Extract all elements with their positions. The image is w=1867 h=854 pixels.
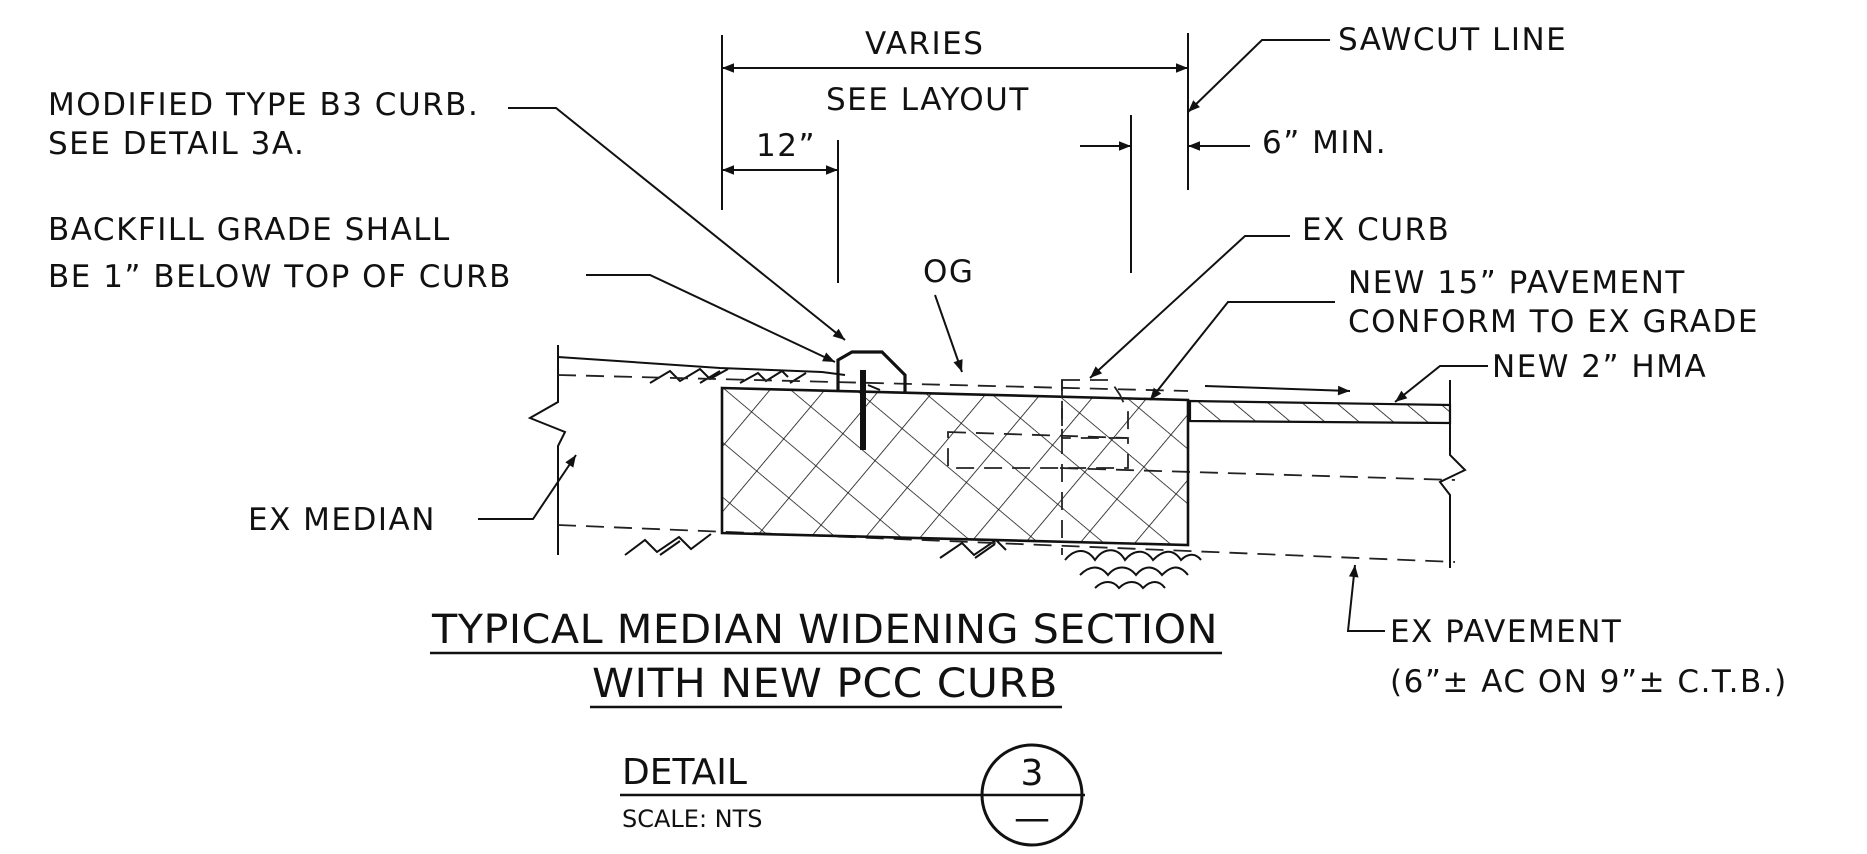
leader-backfill-grade	[586, 274, 836, 363]
detail-label: DETAIL	[622, 752, 747, 793]
label-varies: VARIES	[865, 26, 984, 62]
detail-callout: DETAIL 3 — SCALE: NTS	[620, 743, 1085, 847]
label-ex-pavement-line1: EX PAVEMENT	[1390, 614, 1622, 650]
detail-sheet: —	[1014, 798, 1050, 839]
label-six-inch-min: 6” MIN.	[1262, 125, 1387, 161]
leader-new-pavement	[1149, 301, 1335, 401]
leader-sawcut-line	[1187, 39, 1330, 113]
label-new-hma: NEW 2” HMA	[1492, 349, 1707, 385]
label-modified-curb-line2: SEE DETAIL 3A.	[48, 126, 305, 162]
dimension-6-inch-min	[1080, 115, 1250, 273]
label-ex-median: EX MEDIAN	[248, 502, 436, 538]
leader-ex-median	[478, 454, 577, 520]
title-line2: WITH NEW PCC CURB	[592, 661, 1058, 707]
label-ex-pavement-line2: (6”± AC ON 9”± C.T.B.)	[1390, 664, 1788, 700]
label-sawcut-line: SAWCUT LINE	[1338, 22, 1567, 58]
label-backfill-line1: BACKFILL GRADE SHALL	[48, 212, 451, 248]
detail-scale: SCALE: NTS	[622, 805, 763, 833]
label-ex-curb: EX CURB	[1302, 212, 1450, 248]
label-see-layout: SEE LAYOUT	[826, 82, 1030, 118]
new-type-b3-curb	[836, 350, 907, 450]
label-new-pavement-line1: NEW 15” PAVEMENT	[1348, 265, 1686, 301]
label-modified-curb-line1: MODIFIED TYPE B3 CURB.	[48, 87, 479, 123]
new-pcc-pavement	[720, 379, 1190, 555]
label-new-pavement-line2: CONFORM TO EX GRADE	[1348, 304, 1759, 340]
label-twelve-inch: 12”	[756, 128, 816, 164]
leader-ex-curb	[1089, 235, 1290, 379]
leader-modified-curb	[508, 107, 846, 341]
detail-number: 3	[1021, 753, 1044, 794]
leader-ex-pavement	[1346, 564, 1385, 632]
drawing-title: TYPICAL MEDIAN WIDENING SECTION WITH NEW…	[430, 607, 1222, 709]
label-og: OG	[923, 254, 974, 290]
label-backfill-line2: BE 1” BELOW TOP OF CURB	[48, 259, 512, 295]
title-line1: TYPICAL MEDIAN WIDENING SECTION	[431, 607, 1218, 653]
leader-new-hma	[1394, 365, 1488, 403]
existing-pavement	[1064, 380, 1467, 590]
dimension-12-inch	[722, 140, 839, 283]
leader-og	[934, 294, 963, 373]
